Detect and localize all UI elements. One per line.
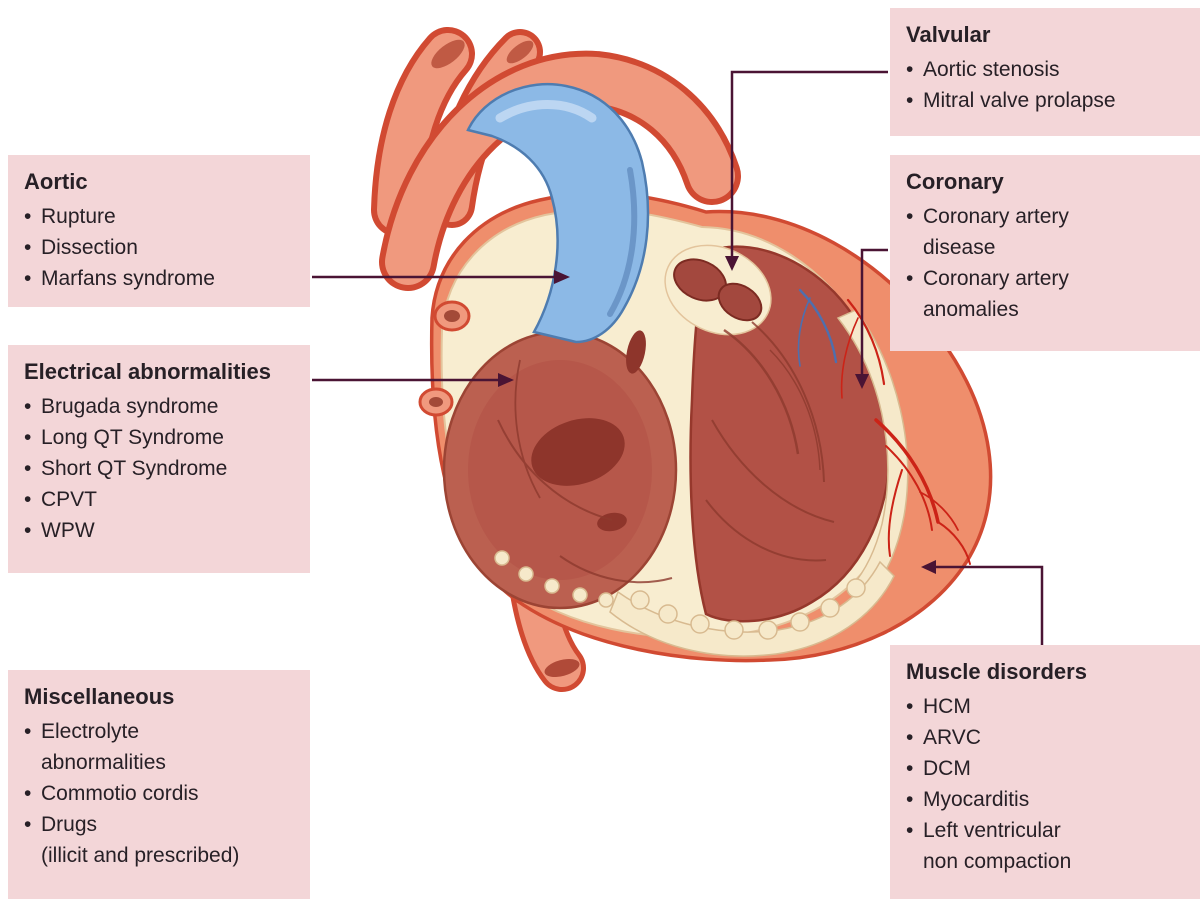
item-text: Myocarditis <box>923 788 1030 811</box>
item-text: Coronary artery anomalies <box>923 267 1069 321</box>
list-item: • WPW <box>24 515 296 546</box>
bullet: • <box>24 205 32 228</box>
heart-chambers <box>442 245 892 623</box>
bullet: • <box>24 236 32 259</box>
list-item: • Coronary artery anomalies <box>906 263 1186 325</box>
item-text: CPVT <box>41 488 98 511</box>
item-text: ARVC <box>923 726 981 749</box>
list-item: • Myocarditis <box>906 784 1186 815</box>
item-text: Rupture <box>41 205 116 228</box>
label-box-miscellaneous: Miscellaneous • Electrolyte abnormalitie… <box>8 670 310 899</box>
item-text: DCM <box>923 757 971 780</box>
list-item: • Coronary artery disease <box>906 201 1186 263</box>
item-text: Electrolyte abnormalities <box>41 720 166 774</box>
label-box-aortic: Aortic • Rupture • Dissection • Marfans … <box>8 155 310 307</box>
box-title: Coronary <box>906 169 1004 194</box>
list-item: • Electrolyte abnormalities <box>24 716 296 778</box>
item-text: Drugs (illicit and prescribed) <box>41 813 240 867</box>
item-text: Aortic stenosis <box>923 58 1060 81</box>
bullet: • <box>24 457 32 480</box>
item-text: Dissection <box>41 236 138 259</box>
list-item: • Short QT Syndrome <box>24 453 296 484</box>
bullet: • <box>24 267 32 290</box>
bullet: • <box>24 395 32 418</box>
list-item: • Rupture <box>24 201 296 232</box>
list-item: • Brugada syndrome <box>24 391 296 422</box>
item-text: Long QT Syndrome <box>41 426 224 449</box>
pointer-arrows <box>312 70 1044 645</box>
list-item: • Drugs (illicit and prescribed) <box>24 809 296 871</box>
bullet: • <box>24 720 32 743</box>
box-title: Muscle disorders <box>906 659 1087 684</box>
list-item: • HCM <box>906 691 1186 722</box>
label-box-electrical-abnormalities: Electrical abnormalities • Brugada syndr… <box>8 345 310 573</box>
cardiac-veins <box>797 288 838 367</box>
bullet: • <box>24 426 32 449</box>
trabeculae <box>494 321 895 657</box>
box-title: Aortic <box>24 169 88 194</box>
label-box-muscle-disorders: Muscle disorders • HCM • ARVC • DCM • My… <box>890 645 1200 899</box>
list-item: • Mitral valve prolapse <box>906 85 1186 116</box>
item-text: Mitral valve prolapse <box>923 89 1116 112</box>
bullet: • <box>906 89 914 112</box>
list-item: • DCM <box>906 753 1186 784</box>
box-title: Valvular <box>906 22 991 47</box>
arrow-electrical <box>312 373 514 387</box>
coronary-artery-vessels <box>840 298 971 565</box>
aortic-valve <box>664 244 772 336</box>
list-item: • Long QT Syndrome <box>24 422 296 453</box>
box-title: Electrical abnormalities <box>24 359 271 384</box>
list-item: • CPVT <box>24 484 296 515</box>
bullet: • <box>906 58 914 81</box>
label-box-valvular: Valvular • Aortic stenosis • Mitral valv… <box>890 8 1200 136</box>
bullet: • <box>24 488 32 511</box>
bullet: • <box>906 788 914 811</box>
item-text: Short QT Syndrome <box>41 457 228 480</box>
arrow-coronary <box>855 248 888 389</box>
bullet: • <box>906 757 914 780</box>
arrow-muscle-disorders <box>921 560 1044 645</box>
bullet: • <box>906 819 914 842</box>
item-text: Commotio cordis <box>41 782 199 805</box>
list-item: • Dissection <box>24 232 296 263</box>
aorta <box>466 82 650 344</box>
list-item: • Marfans syndrome <box>24 263 296 294</box>
label-box-coronary: Coronary • Coronary artery disease • Cor… <box>890 155 1200 351</box>
list-item: • Aortic stenosis <box>906 54 1186 85</box>
bullet: • <box>906 726 914 749</box>
item-text: Coronary artery disease <box>923 205 1069 259</box>
item-text: Brugada syndrome <box>41 395 219 418</box>
list-item: • Commotio cordis <box>24 778 296 809</box>
bullet: • <box>24 782 32 805</box>
item-text: Marfans syndrome <box>41 267 215 290</box>
arrow-valvular <box>725 70 888 271</box>
bullet: • <box>906 695 914 718</box>
box-title: Miscellaneous <box>24 684 175 709</box>
item-text: Left ventricular non compaction <box>923 819 1072 873</box>
bullet: • <box>24 519 32 542</box>
item-text: HCM <box>923 695 971 718</box>
arrow-aortic <box>312 270 570 284</box>
item-text: WPW <box>41 519 95 542</box>
list-item: • Left ventricular non compaction <box>906 815 1186 877</box>
list-item: • ARVC <box>906 722 1186 753</box>
bullet: • <box>906 267 914 290</box>
bullet: • <box>24 813 32 836</box>
bullet: • <box>906 205 914 228</box>
pulmonary-vein-openings <box>418 300 471 417</box>
